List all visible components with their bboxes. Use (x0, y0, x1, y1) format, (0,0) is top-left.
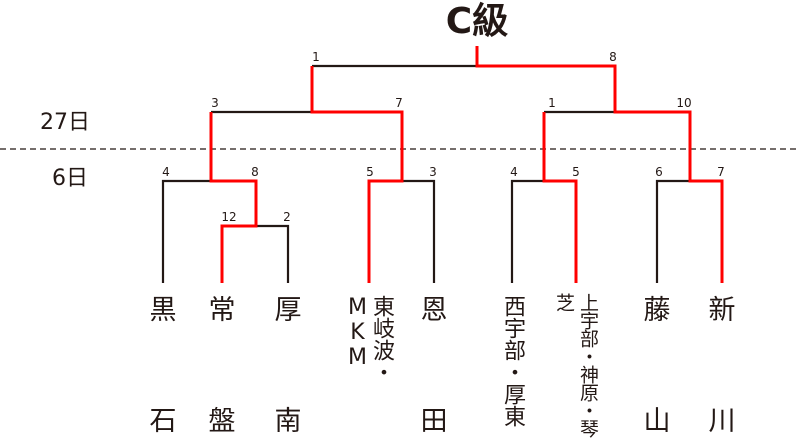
score: 2 (283, 210, 291, 224)
team-name-bottom: 山 (643, 406, 671, 437)
team-name-vertical: 東岐波・MKM (345, 295, 394, 383)
team-name-vertical: 西宇部・厚東 (500, 295, 525, 427)
score: 4 (162, 165, 170, 179)
winner-lines (209, 46, 724, 283)
score: 1 (548, 96, 556, 110)
team-name-top: 黒 (149, 295, 177, 326)
team-name-vertical: 上宇部・神原・琴芝 (553, 293, 599, 437)
score: 7 (717, 165, 725, 179)
bracket-title: C級 (445, 1, 509, 42)
score: 1 (312, 50, 320, 64)
loser-lines (161, 64, 690, 283)
score: 4 (510, 165, 518, 179)
score: 5 (572, 165, 580, 179)
score: 8 (251, 165, 259, 179)
team-name-top: 常 (208, 295, 236, 326)
score: 10 (676, 96, 692, 110)
score: 3 (211, 96, 219, 110)
day-label-27: 27日 (40, 110, 90, 135)
score: 5 (366, 165, 374, 179)
team-name-top: 恩 (420, 295, 448, 326)
team-name-bottom: 川 (708, 406, 736, 437)
team-name-bottom: 田 (420, 406, 448, 437)
team-name-top: 厚 (274, 295, 302, 326)
team-name-bottom: 石 (149, 406, 177, 437)
day-label-6: 6日 (52, 166, 88, 191)
score: 7 (395, 96, 403, 110)
team-name-bottom: 南 (274, 406, 302, 437)
team-name-bottom: 盤 (208, 406, 236, 437)
score: 8 (609, 50, 617, 64)
team-name-top: 藤 (643, 295, 671, 326)
team-name-top: 新 (708, 295, 736, 326)
score: 6 (655, 165, 663, 179)
score: 3 (429, 165, 437, 179)
score: 12 (221, 210, 237, 224)
